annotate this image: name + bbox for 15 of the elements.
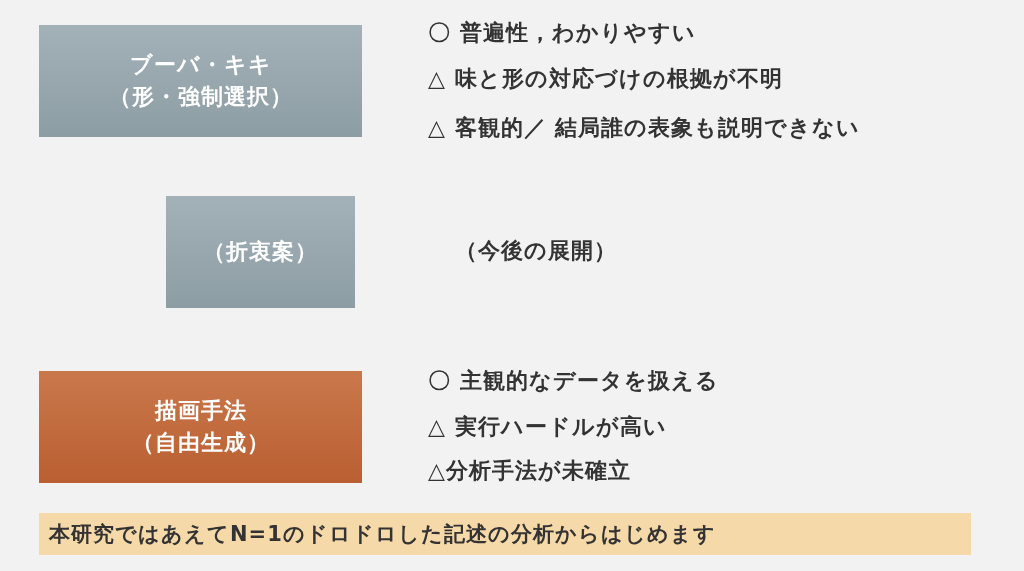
method-box xyxy=(166,196,355,308)
note-text: （今後の展開） xyxy=(455,237,617,265)
bullet-text: 〇 普遍性，わかりやすい xyxy=(428,19,696,47)
bullet-text: △ 実行ハードルが高い xyxy=(428,413,667,441)
box-label: （折衷案） xyxy=(203,238,318,267)
bullet-text: △分析手法が未確立 xyxy=(428,457,631,485)
note-banner xyxy=(39,513,971,555)
bullet-text: △ 客観的／ 結局誰の表象も説明できない xyxy=(428,114,861,142)
method-box xyxy=(39,371,362,483)
box-label: ブーバ・キキ（形・強制選択） xyxy=(108,51,293,111)
bullet-text: 〇 主観的なデータを扱える xyxy=(428,367,719,395)
note-text: 本研究ではあえてN=1のドロドロした記述の分析からはじめます xyxy=(49,520,716,548)
box-label: 描画手法（自由生成） xyxy=(131,397,270,457)
method-box xyxy=(39,25,362,137)
bullet-text: △ 味と形の対応づけの根拠が不明 xyxy=(428,65,783,93)
